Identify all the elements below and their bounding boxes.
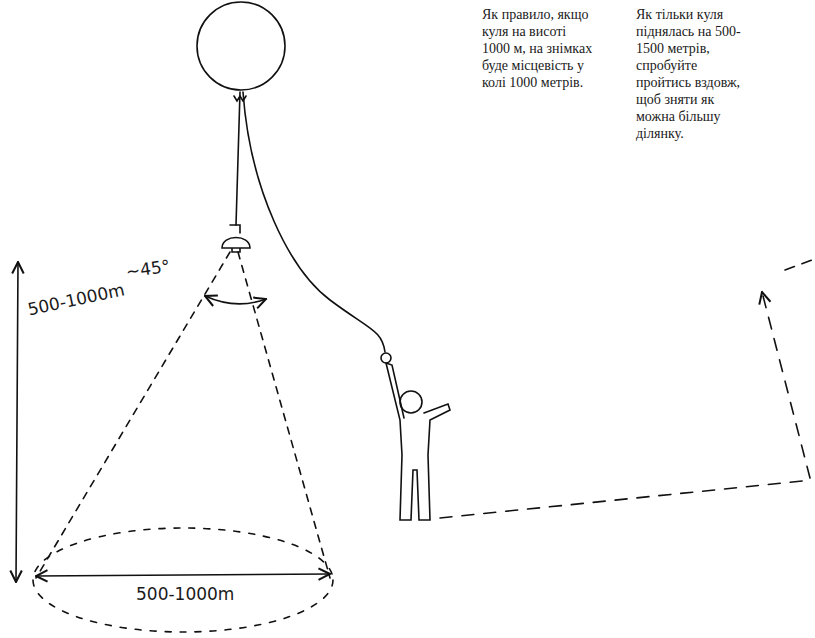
note-text: Як тільки куля піднялась на 500-1500 мет… [636, 6, 748, 142]
angle-arc [205, 296, 266, 304]
angle-label: ~45° [123, 255, 174, 282]
camera [222, 225, 250, 252]
height-arrow [16, 262, 18, 582]
dimension-label: 500-1000m [24, 279, 128, 320]
width-arrow [36, 574, 330, 576]
dimension-label: 500-1000m [134, 584, 236, 604]
ground-circle [33, 528, 333, 632]
note-text: Як правило, якщо куля на висоті 1000 м, … [482, 6, 594, 91]
person [381, 353, 450, 520]
walk-path [762, 292, 810, 478]
tether [243, 92, 385, 352]
walk-path [440, 480, 812, 518]
walk-path [785, 260, 812, 270]
balloon [197, 2, 285, 90]
camera-string [236, 92, 240, 225]
